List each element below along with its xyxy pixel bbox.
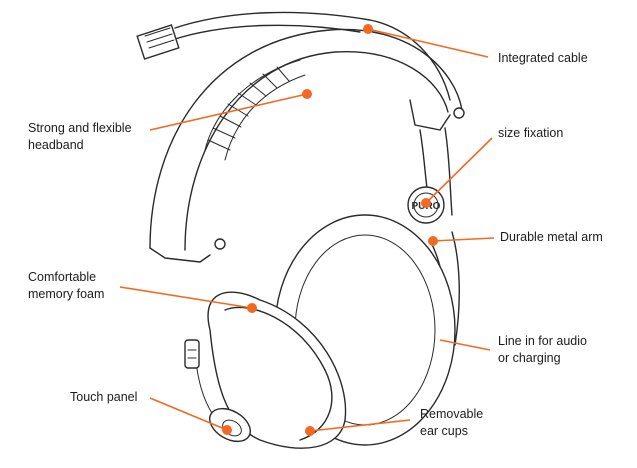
leader-size-fixation [425, 137, 493, 204]
callout-integrated-cable: Integrated cable [498, 50, 588, 67]
dot-memory-foam [247, 303, 257, 313]
dot-metal-arm [428, 236, 438, 246]
cable-drawing [136, 11, 451, 101]
callout-metal-arm: Durable metal arm [500, 229, 603, 246]
callout-line-in: Line in for audio or charging [498, 333, 587, 367]
callout-integrated-cable-line1: Integrated cable [498, 51, 588, 65]
callout-line-in-line2: or charging [498, 351, 561, 365]
callout-memory-foam-line2: memory foam [28, 287, 105, 301]
callout-ear-cups-line2: ear cups [420, 424, 468, 438]
callout-headband: Strong and flexible headband [28, 120, 132, 154]
callout-size-fixation-line1: size fixation [498, 126, 564, 140]
leader-memory-foam [119, 286, 253, 309]
callout-metal-arm-line1: Durable metal arm [500, 230, 603, 244]
ear-cup-front [184, 291, 347, 449]
leader-lines [119, 24, 495, 436]
callout-memory-foam: Comfortable memory foam [28, 269, 104, 303]
dot-ear-cups [305, 426, 315, 436]
dot-headband [302, 89, 312, 99]
callout-touch-panel: Touch panel [70, 389, 137, 406]
leader-integrated-cable [367, 28, 489, 58]
dot-size-fixation [421, 198, 431, 208]
callout-line-in-line1: Line in for audio [498, 334, 587, 348]
callout-ear-cups-line1: Removable [420, 407, 484, 421]
callout-memory-foam-line1: Comfortable [28, 270, 97, 284]
leader-metal-arm [432, 237, 495, 242]
leader-ear-cups [309, 419, 411, 432]
dot-touch-panel [222, 425, 232, 435]
callout-headband-line1: Strong and flexible [28, 121, 132, 135]
dot-integrated-cable [363, 24, 373, 34]
callout-ear-cups: Removable ear cups [420, 406, 483, 440]
callout-size-fixation: size fixation [498, 125, 563, 142]
leader-touch-panel [149, 397, 228, 431]
headband-drawing [149, 28, 465, 263]
callout-touch-panel-line1: Touch panel [70, 390, 138, 404]
callout-headband-line2: headband [28, 138, 84, 152]
leader-line-in [439, 339, 491, 351]
leader-headband [149, 93, 308, 131]
